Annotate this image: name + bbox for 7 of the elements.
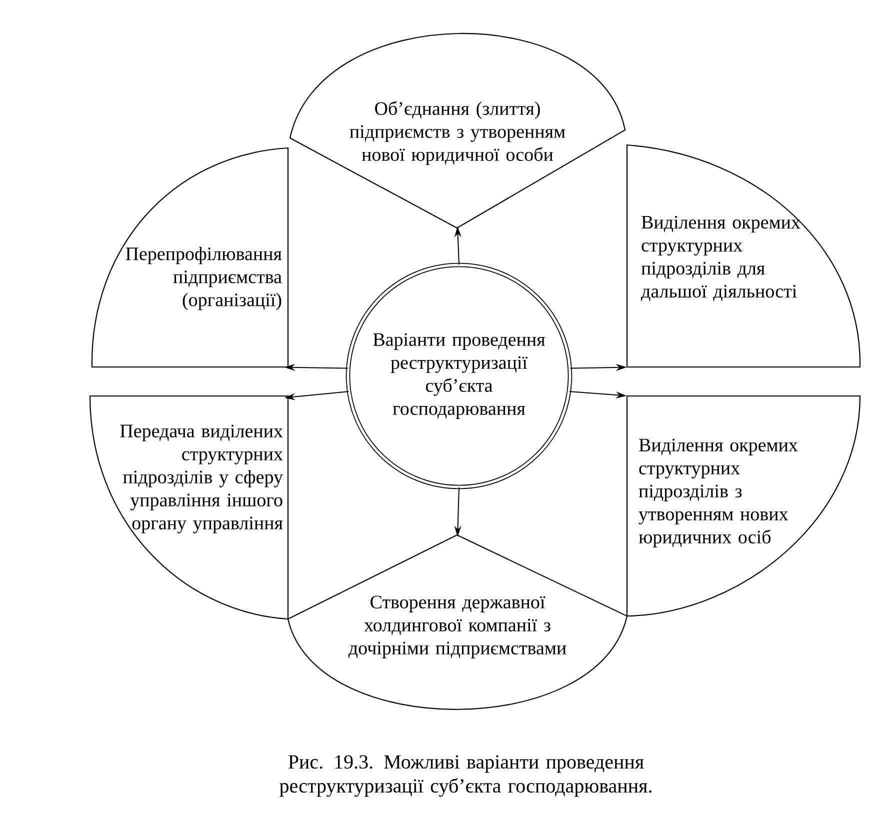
sector-box: Створення державної холдингової компанії з дочірніми підприємствами [287,534,628,710]
sector-box: Перепрофілювання підприємства (організації) [91,147,289,368]
sector-box: Передача виділених структурних підрозділів у сферу управління іншого органу управління [89,395,289,620]
sector-box: Виділення окремих структурних підрозділів з утворенням нових юридичних осіб [626,395,861,617]
figure-caption: Рис. 19.3. Можливі варіанти проведення реструктуризації суб’єкта господарювання. [280,755,652,797]
sector-box: Виділення окремих структурних підрозділів для дальшої діяльності [626,144,861,368]
sector-box: Об’єднання (злиття) підприємств з утворенням нової юридичної особи [289,32,626,229]
